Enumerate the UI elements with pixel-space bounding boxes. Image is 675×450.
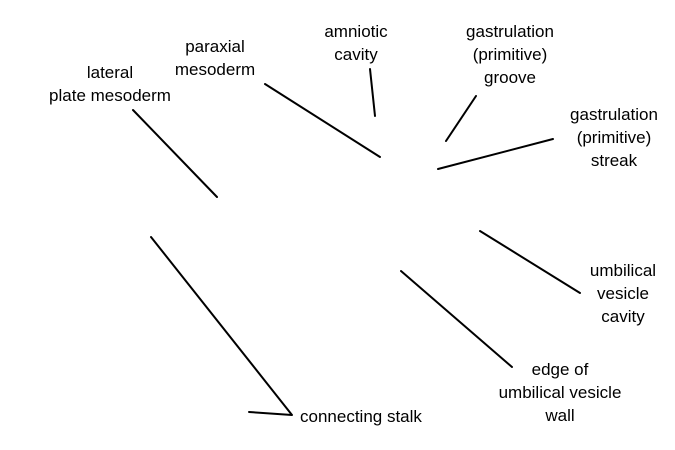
label-text: edge of — [531, 360, 589, 379]
leader-line-amniotic-cavity — [369, 68, 376, 117]
label-text: (primitive) — [576, 128, 652, 147]
label-text: mesoderm — [174, 60, 256, 79]
leader-line-edge-umbilical-vesicle-wall — [400, 270, 513, 368]
label-text: wall — [545, 406, 575, 425]
label-text: connecting stalk — [300, 407, 422, 426]
label-text: vesicle — [597, 284, 649, 303]
leader-line-paraxial-mesoderm — [264, 83, 381, 158]
label-amniotic-cavity: amniotic cavity — [316, 20, 396, 66]
leader-line-gastrulation-streak — [437, 138, 554, 170]
label-text: streak — [590, 151, 638, 170]
label-gastrulation-streak: gastrulation (primitive) streak — [552, 103, 675, 172]
label-connecting-stalk: connecting stalk — [300, 405, 450, 428]
leader-line-umbilical-vesicle-cavity — [479, 230, 581, 294]
label-text: cavity — [601, 307, 645, 326]
label-text: umbilical — [589, 261, 657, 280]
label-edge-umbilical-vesicle-wall: edge of umbilical vesicle wall — [482, 358, 638, 427]
label-text: plate mesoderm — [49, 86, 171, 105]
label-text: gastrulation — [466, 22, 554, 41]
leader-line-gastrulation-groove — [445, 95, 477, 142]
leader-line-connecting-stalk — [150, 236, 293, 416]
label-lateral-plate-mesoderm: lateral plate mesoderm — [48, 61, 172, 107]
leader-line-lateral-plate-mesoderm — [132, 109, 218, 198]
label-text: umbilical vesicle — [498, 383, 622, 402]
label-text: (primitive) — [472, 45, 548, 64]
label-text: groove — [484, 68, 536, 87]
label-paraxial-mesoderm: paraxial mesoderm — [170, 35, 260, 81]
label-umbilical-vesicle-cavity: umbilical vesicle cavity — [573, 259, 673, 328]
label-text: lateral — [86, 63, 134, 82]
label-text: gastrulation — [570, 105, 658, 124]
label-text: paraxial — [185, 37, 245, 56]
label-text: amniotic — [324, 22, 388, 41]
label-gastrulation-groove: gastrulation (primitive) groove — [448, 20, 572, 89]
label-text: cavity — [334, 45, 378, 64]
